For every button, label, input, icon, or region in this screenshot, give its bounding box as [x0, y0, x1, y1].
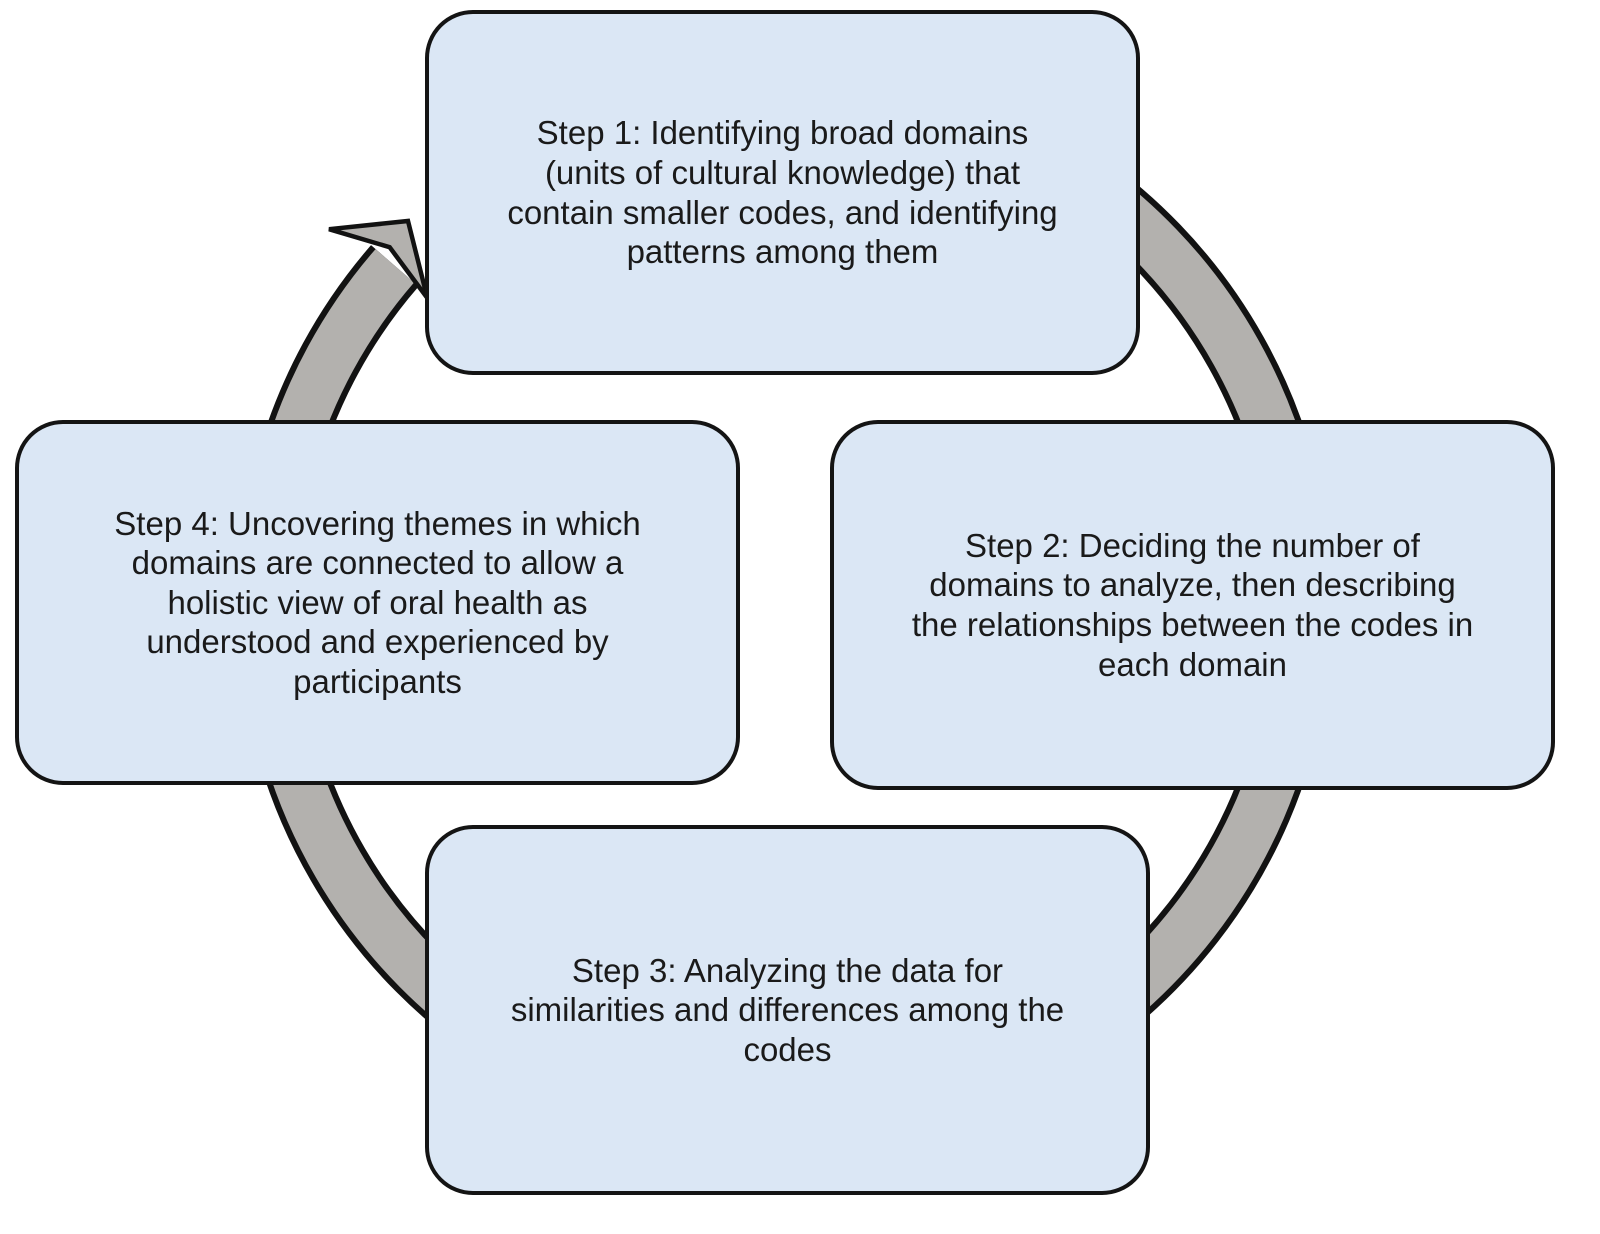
- step-3-box: Step 3: Analyzing the data for similarit…: [425, 825, 1150, 1195]
- step-3-text: Step 3: Analyzing the data for similarit…: [510, 951, 1065, 1068]
- step-1-text: Step 1: Identifying broad domains (units…: [507, 114, 1058, 271]
- step-2-text: Step 2: Deciding the number of domains t…: [911, 526, 1474, 683]
- step-4-box: Step 4: Uncovering themes in which domai…: [15, 420, 740, 785]
- cycle-arrowhead: [328, 218, 430, 300]
- step-2-box: Step 2: Deciding the number of domains t…: [830, 420, 1555, 790]
- step-1-box: Step 1: Identifying broad domains (units…: [425, 10, 1140, 375]
- step-4-text: Step 4: Uncovering themes in which domai…: [114, 504, 641, 700]
